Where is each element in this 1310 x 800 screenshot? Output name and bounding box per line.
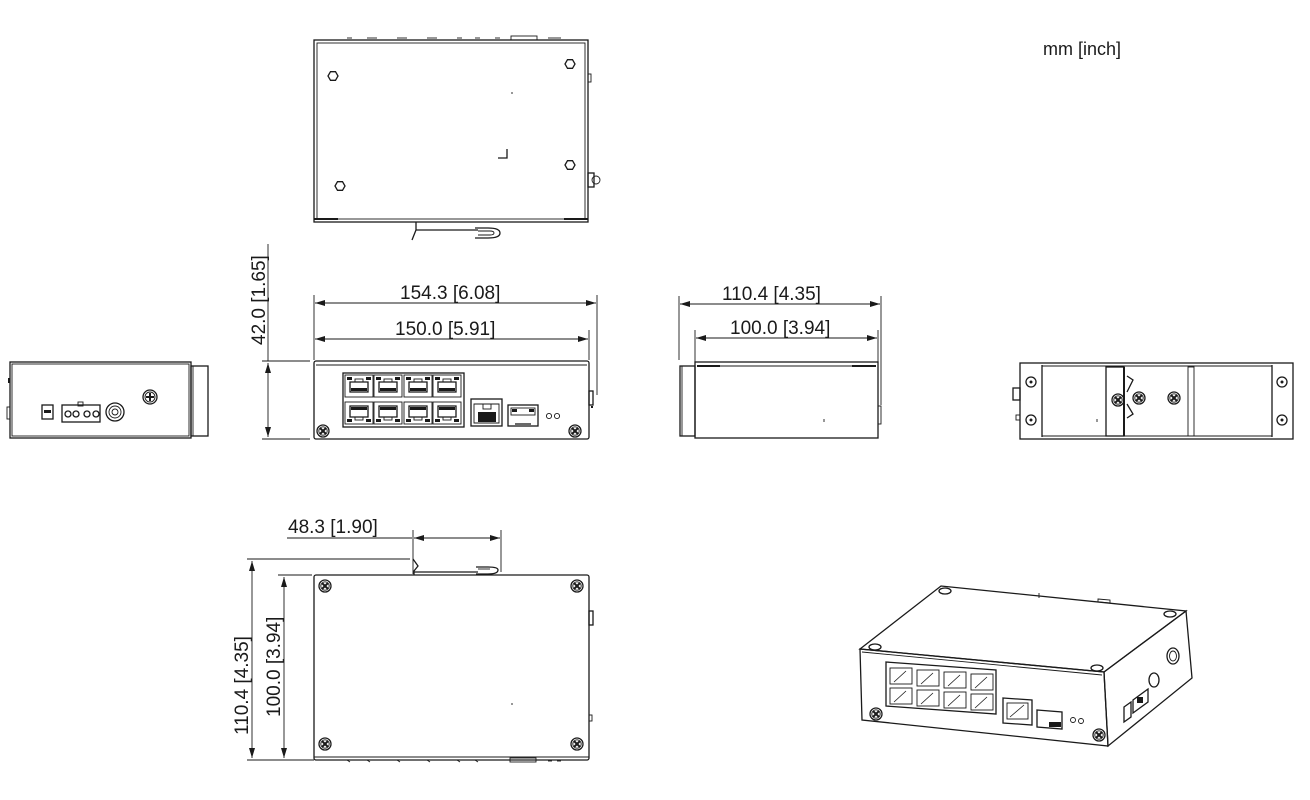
rj45-port-icon [373, 401, 403, 425]
front-dimensions: 42.0 [1.65] 154.3 [6.08] 150.0 [5.91] [249, 244, 598, 440]
body-width-dimension: 150.0 [5.91] [395, 319, 495, 340]
screw-icon [1167, 391, 1181, 405]
din-clip-offset-dimension: 48.3 [1.90] [288, 517, 378, 538]
screw-icon [1092, 728, 1106, 742]
front-view [313, 360, 594, 440]
screw-icon [142, 389, 158, 405]
side-dimensions: 110.4 [4.35] 100.0 [3.94] [678, 284, 882, 405]
led-icon [545, 412, 553, 420]
left-side-view [6, 361, 209, 439]
sfp-port-icon [507, 404, 539, 427]
led-icon [553, 412, 561, 420]
screw-icon [318, 579, 332, 593]
rj45-port-icon [403, 374, 433, 398]
bottom-view: 48.3 [1.90] 110.4 [4.35] 100.0 [3.94] [232, 517, 594, 763]
hex-nut-icon [334, 181, 346, 191]
rj45-port-icon [432, 401, 462, 425]
hex-nut-icon [327, 71, 339, 81]
body-depth-bottom-dimension: 100.0 [3.94] [264, 617, 285, 717]
height-dimension: 42.0 [1.65] [249, 255, 270, 345]
rear-side-view [679, 361, 882, 439]
screw-icon [568, 424, 582, 438]
screw-icon [869, 707, 883, 721]
screw-icon [570, 737, 584, 751]
screw-icon [316, 424, 330, 438]
rj45-port-icon [344, 374, 374, 398]
isometric-view [858, 585, 1193, 748]
rj45-port-icon [373, 374, 403, 398]
screw-icon [1111, 393, 1125, 407]
din-rail-back-view [1012, 362, 1294, 440]
units-label: mm [inch] [1043, 39, 1121, 59]
overall-depth-bottom-dimension: 110.4 [4.35] [232, 636, 253, 735]
hex-nut-icon [564, 160, 576, 170]
hex-nut-icon [564, 59, 576, 69]
overall-depth-side-dimension: 110.4 [4.35] [722, 284, 821, 305]
rj45-port-icon [432, 374, 462, 398]
screw-icon [318, 737, 332, 751]
screw-icon [570, 579, 584, 593]
ground-stud-icon [105, 402, 125, 422]
screw-icon [1132, 391, 1146, 405]
rj45-port-icon [403, 401, 433, 425]
body-depth-side-dimension: 100.0 [3.94] [730, 318, 830, 339]
top-view [313, 35, 601, 241]
uplink-rj45-icon [470, 398, 503, 427]
overall-width-dimension: 154.3 [6.08] [400, 283, 500, 304]
rj45-port-icon [344, 401, 374, 425]
